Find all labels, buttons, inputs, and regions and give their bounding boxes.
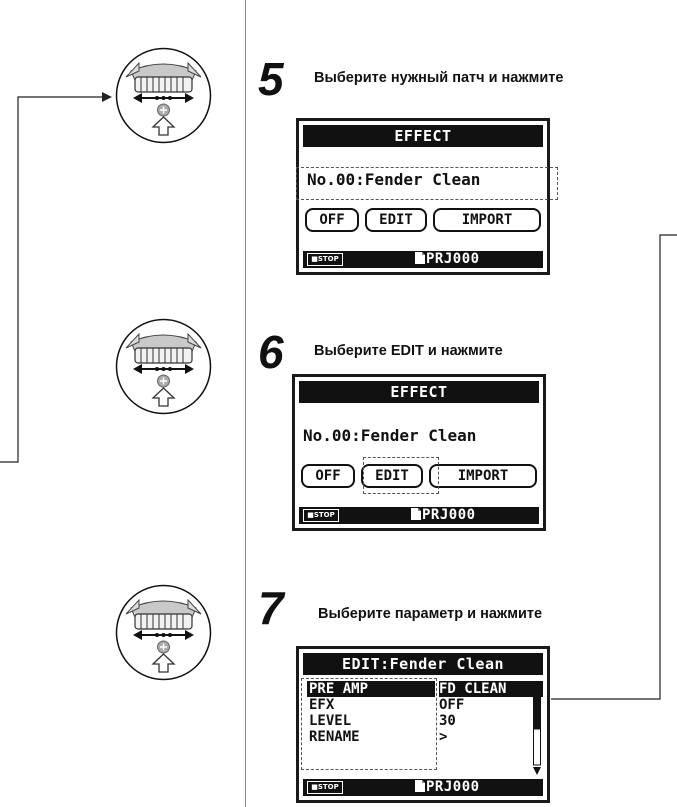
- vertical-divider: [245, 0, 246, 807]
- import-button[interactable]: IMPORT: [433, 208, 541, 232]
- project-label: PRJ000: [415, 779, 480, 796]
- scrollbar[interactable]: [533, 681, 541, 777]
- step-instruction: Выберите параметр и нажмите: [318, 606, 543, 622]
- selection-frame: [301, 678, 437, 770]
- step-instruction: Выберите EDIT и нажмите: [314, 343, 503, 359]
- screen-title: EFFECT: [303, 125, 543, 147]
- off-button[interactable]: OFF: [305, 208, 359, 232]
- folder-icon: [411, 508, 421, 520]
- selection-frame: [296, 167, 558, 200]
- stop-indicator: ■STOP: [307, 253, 343, 266]
- param-value: 30: [439, 713, 456, 729]
- lcd-screen-effect: EFFECT No.00:Fender Clean OFF EDIT IMPOR…: [296, 118, 550, 275]
- edit-button[interactable]: EDIT: [365, 208, 427, 232]
- param-value: FD CLEAN: [439, 681, 543, 697]
- status-bar: ■STOP PRJ000: [303, 779, 543, 796]
- step-instruction: Выберите нужный патч и нажмите: [314, 70, 564, 86]
- patch-name[interactable]: No.00:Fender Clean: [307, 170, 481, 189]
- status-bar: ■STOP PRJ000: [299, 507, 539, 524]
- edit-button[interactable]: EDIT: [361, 464, 423, 488]
- folder-icon: [415, 252, 425, 264]
- param-item[interactable]: PRE AMP: [307, 681, 435, 697]
- selection-frame: [363, 457, 439, 494]
- dial-wheel-icon: [115, 318, 212, 415]
- param-value: >: [439, 729, 448, 745]
- import-button[interactable]: IMPORT: [429, 464, 537, 488]
- button-row: OFF EDIT IMPORT: [305, 208, 543, 232]
- button-row: OFF EDIT IMPORT: [301, 464, 539, 488]
- step-number: 5: [258, 53, 284, 105]
- param-item[interactable]: LEVEL: [309, 713, 352, 729]
- project-name: PRJ000: [422, 507, 476, 523]
- project-label: PRJ000: [415, 251, 480, 268]
- off-button[interactable]: OFF: [301, 464, 355, 488]
- dial-wheel-icon: [115, 584, 212, 681]
- param-value: OFF: [439, 697, 465, 713]
- project-name: PRJ000: [426, 251, 480, 267]
- step-number: 6: [258, 326, 284, 378]
- param-item[interactable]: EFX: [309, 697, 335, 713]
- lcd-screen-edit: EDIT:Fender Clean PRE AMP EFX LEVEL RENA…: [296, 646, 550, 803]
- stop-indicator: ■STOP: [307, 781, 343, 794]
- patch-name: No.00:Fender Clean: [303, 426, 477, 445]
- project-name: PRJ000: [426, 779, 480, 795]
- param-item[interactable]: RENAME: [309, 729, 360, 745]
- folder-icon: [415, 780, 425, 792]
- screen-title: EDIT:Fender Clean: [303, 653, 543, 675]
- stop-indicator: ■STOP: [303, 509, 339, 522]
- project-label: PRJ000: [411, 507, 476, 524]
- step-number: 7: [258, 582, 284, 634]
- value-list: FD CLEAN OFF 30 >: [439, 681, 543, 745]
- status-bar: ■STOP PRJ000: [303, 251, 543, 268]
- dial-wheel-icon: [115, 47, 212, 144]
- screen-title: EFFECT: [299, 381, 539, 403]
- lcd-screen-effect: EFFECT No.00:Fender Clean OFF EDIT IMPOR…: [292, 374, 546, 531]
- param-list: PRE AMP EFX LEVEL RENAME: [307, 681, 435, 745]
